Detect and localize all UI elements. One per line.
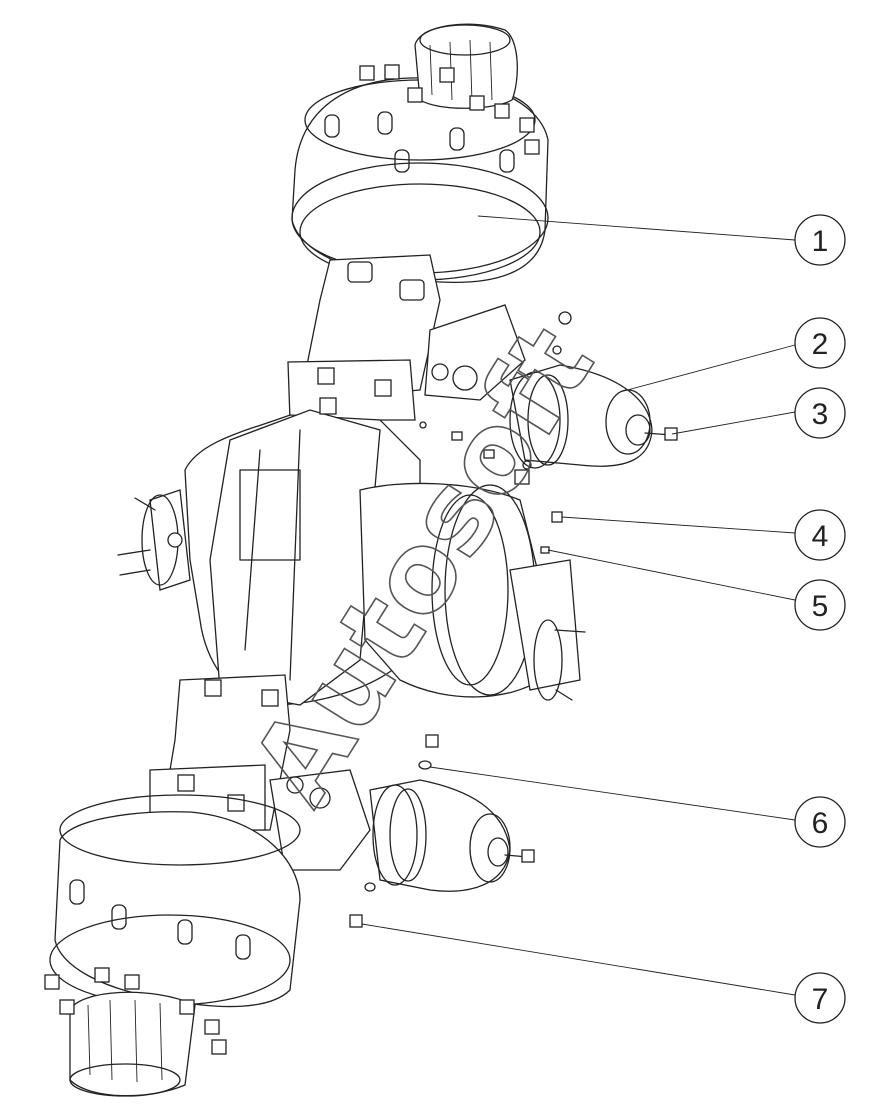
inter-axle-differential bbox=[359, 469, 586, 701]
callout-4-label: 4 bbox=[812, 520, 829, 553]
lower-brake-chamber bbox=[369, 779, 535, 892]
callout-1: 1 bbox=[794, 214, 846, 266]
upper-brake-bracket bbox=[424, 304, 526, 401]
callout-2-label: 2 bbox=[812, 328, 829, 361]
callout-3-label: 3 bbox=[812, 398, 829, 431]
callout-2: 2 bbox=[794, 317, 846, 369]
loose-fasteners bbox=[349, 311, 572, 928]
callout-6-label: 6 bbox=[812, 807, 829, 840]
upper-axle-tube bbox=[287, 254, 441, 421]
callout-5: 5 bbox=[794, 579, 846, 631]
callout-1-label: 1 bbox=[812, 225, 829, 258]
callout-5-label: 5 bbox=[812, 590, 829, 623]
callout-7: 7 bbox=[794, 972, 846, 1024]
lower-wheel-hub bbox=[44, 794, 301, 1097]
callout-6: 6 bbox=[794, 796, 846, 848]
leader-lines bbox=[361, 215, 796, 996]
upper-wheel-hub bbox=[291, 23, 549, 284]
callout-3: 3 bbox=[794, 387, 846, 439]
callout-4: 4 bbox=[794, 509, 846, 561]
differential-housing bbox=[117, 397, 421, 706]
callout-7-label: 7 bbox=[812, 983, 829, 1016]
